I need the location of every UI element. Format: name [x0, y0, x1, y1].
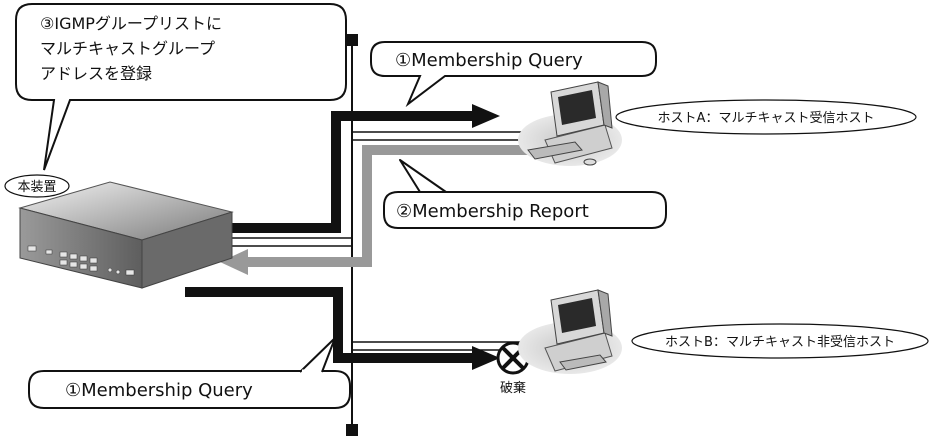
- callout-query-bottom-label: ①Membership Query: [65, 380, 253, 401]
- device: [18, 181, 234, 289]
- host-b-label-bubble: [631, 323, 929, 359]
- query-arrowhead-host-b: [472, 346, 500, 370]
- query-arrow-host-a: [205, 111, 474, 233]
- query-arrow-host-b: [185, 287, 474, 363]
- network-bus: [346, 34, 358, 436]
- callout-report: ②Membership Report: [383, 159, 667, 229]
- discard-label: 破棄: [500, 381, 526, 396]
- report-arrowhead: [220, 249, 248, 275]
- host-b-label: ホストB：マルチキャスト非受信ホスト: [665, 335, 895, 350]
- connection-lines: [210, 131, 540, 351]
- callout-query-bottom: ①Membership Query: [28, 337, 351, 409]
- report-arrow: [245, 145, 530, 267]
- device-label-bubble: [4, 174, 70, 198]
- host-a-computer: [518, 81, 622, 166]
- bus-terminator-top: [346, 34, 358, 46]
- callout-report-label: ②Membership Report: [396, 201, 589, 222]
- callout-igmp-line-3: アドレスを登録: [40, 64, 152, 83]
- device-side-face: [141, 211, 233, 289]
- callout-igmp-line-2: マルチキャストグループ: [40, 39, 215, 58]
- callout-igmp-list: ③IGMPグループリストに マルチキャストグループ アドレスを登録: [15, 3, 347, 171]
- bus-terminator-bottom: [346, 424, 358, 436]
- callout-igmp-line-1: ③IGMPグループリストに: [40, 14, 222, 33]
- query-arrowhead-host-a: [472, 104, 500, 128]
- host-a-label: ホストA：マルチキャスト受信ホスト: [658, 111, 875, 126]
- callout-query-top: ①Membership Query: [370, 41, 657, 108]
- callout-query-top-label: ①Membership Query: [395, 50, 583, 71]
- host-a-label-bubble: [615, 99, 917, 135]
- device-ports: [27, 245, 135, 276]
- device-label: 本装置: [17, 180, 56, 195]
- host-b-computer: [518, 289, 622, 374]
